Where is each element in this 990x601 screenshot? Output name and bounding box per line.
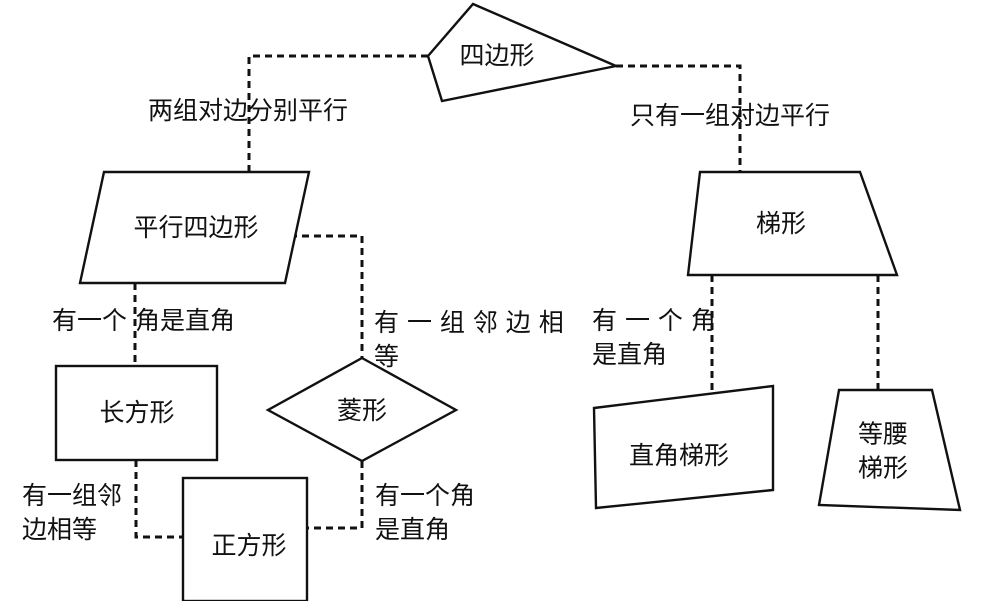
connector-quad-to-parallelogram — [247, 54, 428, 172]
edge-label-trapezoid-to-right-trapezoid-line1: 有 一 个 角 — [592, 306, 716, 335]
edge-label-parallelogram-to-rhombus: 有 一 组 邻 边 相 等 — [374, 306, 564, 374]
trapezoid-shape — [686, 170, 899, 277]
right-trapezoid-label: 直角梯形 — [628, 441, 730, 471]
quadrilateral-label: 四边形 — [459, 41, 535, 71]
edge-label-rhombus-to-square: 有一个角 是直角 — [375, 479, 475, 547]
isosceles-trapezoid-label: 等腰 梯形 — [858, 417, 908, 485]
connector-parallelogram-to-rhombus — [290, 234, 364, 358]
quadrilateral-shape — [426, 2, 620, 103]
connector-quad-to-trapezoid — [616, 64, 742, 172]
right-trapezoid-shape — [592, 384, 775, 510]
trapezoid-label: 梯形 — [755, 209, 807, 239]
edge-label-rhombus-to-square-line2: 是直角 — [375, 514, 451, 544]
edge-label-parallelogram-to-rhombus-line1: 有 一 组 邻 边 相 — [374, 308, 564, 337]
connector-rhombus-to-square — [307, 461, 364, 530]
edge-label-trapezoid-to-right-trapezoid-line2: 是直角 — [592, 339, 668, 369]
rhombus-shape — [265, 356, 459, 463]
rectangle-shape — [54, 364, 219, 462]
parallelogram-shape — [78, 170, 311, 285]
edge-label-parallelogram-to-rhombus-line2: 等 — [374, 341, 400, 371]
square-shape — [181, 476, 309, 601]
edge-label-trapezoid-to-right-trapezoid: 有 一 个 角 是直角 — [592, 304, 716, 372]
isosceles-trapezoid-label-line2: 梯形 — [857, 453, 909, 482]
rectangle-label: 长方形 — [99, 398, 175, 428]
edge-label-rectangle-to-square-line2: 边相等 — [22, 514, 98, 544]
isosceles-trapezoid-label-line1: 等腰 — [857, 419, 909, 449]
isosceles-trapezoid-shape — [817, 388, 962, 512]
edge-label-one-pair-parallel: 只有一组对边平行 — [630, 101, 831, 130]
parallelogram-label: 平行四边形 — [133, 213, 259, 243]
edge-label-rectangle-to-square: 有一组邻 边相等 — [22, 479, 122, 547]
edge-label-rectangle-to-square-line1: 有一组邻 — [22, 481, 123, 510]
edge-label-two-pairs-parallel: 两组对边分别平行 — [148, 96, 349, 125]
connector-rectangle-to-square — [134, 460, 183, 539]
edge-label-rhombus-to-square-line1: 有一个角 — [375, 481, 476, 510]
square-label: 正方形 — [211, 531, 287, 561]
edge-label-parallelogram-to-rectangle: 有一个 角是直角 — [52, 306, 235, 335]
rhombus-label: 菱形 — [336, 396, 388, 426]
